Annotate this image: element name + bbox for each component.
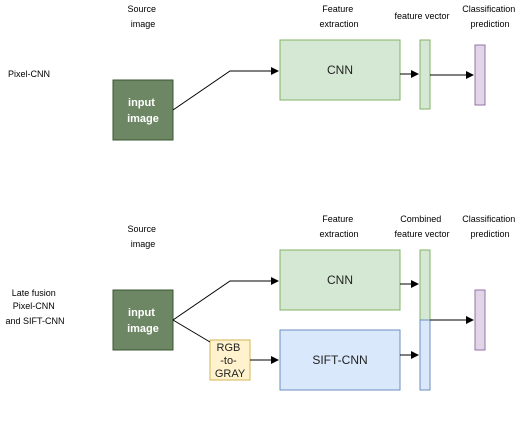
pixel-cnn-panel: Pixel-CNN Source image Feature extractio… <box>8 4 518 141</box>
feature-extraction-header-2: Feature extraction <box>319 214 358 239</box>
rgb-to-gray-node: RGB -to- GRAY <box>209 339 251 381</box>
input-image-box <box>112 79 174 141</box>
late-fusion-panel: Late fusion Pixel-CNN and SIFT-CNN Sourc… <box>5 214 518 391</box>
cnn-label: CNN <box>327 63 353 77</box>
rgb-to-gray-label: RGB -to- GRAY <box>215 342 246 380</box>
combined-vector-upper-bar <box>419 249 431 321</box>
input-image-node: input image <box>112 79 174 141</box>
row-label-late-fusion: Late fusion Pixel-CNN and SIFT-CNN <box>5 288 64 326</box>
feature-extraction-header: Feature extraction <box>319 4 358 29</box>
sift-cnn-label: SIFT-CNN <box>312 353 367 367</box>
source-image-header-2: Source image <box>127 224 158 249</box>
row-label-pixel-cnn: Pixel-CNN <box>8 69 50 79</box>
source-image-header: Source image <box>127 4 158 29</box>
sift-cnn-box <box>279 329 401 391</box>
cnn-box <box>279 39 401 101</box>
edge-input-to-cnn <box>172 67 279 111</box>
input-image-label: input image <box>127 97 159 125</box>
combined-feature-vector-header: Combined feature vector <box>394 214 449 239</box>
input-image-node-2: input image <box>112 289 174 351</box>
edge-input-to-rgb-to-gray <box>172 319 211 343</box>
cnn-label-2: CNN <box>327 273 353 287</box>
input-image-box-2 <box>112 289 174 351</box>
classification-prediction-header-2: Classification prediction <box>462 214 518 239</box>
classification-prediction-header: Classification prediction <box>462 4 518 29</box>
prediction-bar <box>474 44 486 106</box>
feature-vector-bar <box>419 39 431 110</box>
sift-cnn-node: SIFT-CNN <box>279 329 401 391</box>
cnn-node: CNN <box>279 39 401 101</box>
feature-vector-header: feature vector <box>394 11 449 21</box>
edge-input-to-cnn-2 <box>172 277 279 321</box>
combined-vector-lower-bar <box>419 319 431 391</box>
prediction-bar-2 <box>474 289 486 351</box>
cnn-node-2: CNN <box>279 249 401 311</box>
input-image-label-2: input image <box>127 307 159 335</box>
cnn-box-2 <box>279 249 401 311</box>
